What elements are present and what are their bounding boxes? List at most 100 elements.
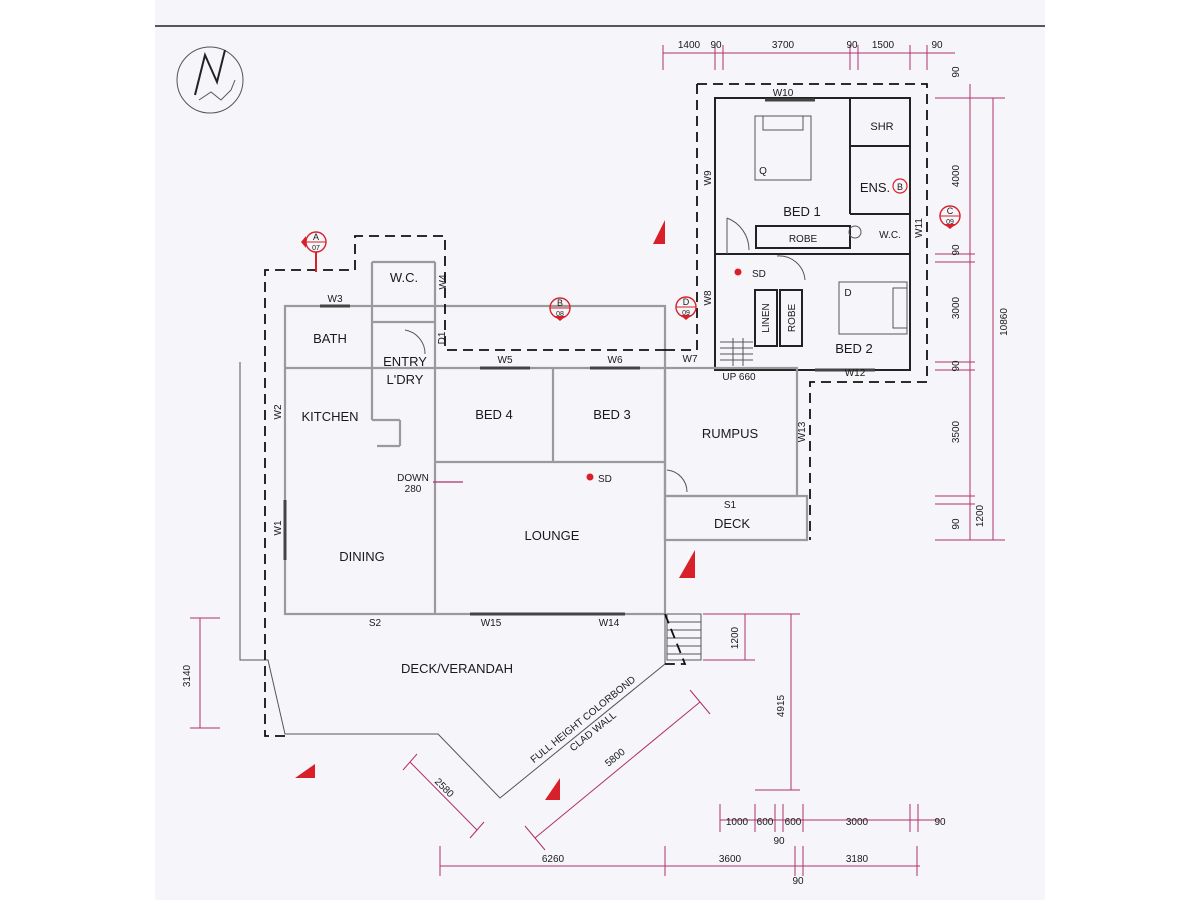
drawing-sheet: A 07 B 08 D 09 C 09 B BED 1 <box>155 0 1045 900</box>
smoke-detector-label: SD <box>598 474 612 485</box>
section-a-letter: A <box>313 232 319 242</box>
dimension-diagonal: 5800 2580 <box>402 689 711 851</box>
window-label: W7 <box>683 354 698 365</box>
room-robe-2: ROBE <box>787 304 798 333</box>
dim-label: 1000 <box>726 817 749 828</box>
dimension-left: 3140 <box>182 617 220 729</box>
room-ensuite-wc: W.C. <box>879 230 901 241</box>
window-label: D1 <box>437 331 448 344</box>
walls <box>714 97 911 371</box>
window-label: W1 <box>273 520 284 535</box>
down-note: DOWN <box>397 473 429 484</box>
smoke-detector-icon <box>734 268 742 276</box>
dimension-top: 1400 90 3700 90 1500 90 <box>662 40 955 70</box>
section-a-sheet: 07 <box>312 245 320 252</box>
dim-label: 3600 <box>719 854 742 865</box>
room-rumpus: RUMPUS <box>702 426 759 441</box>
dim-label: 90 <box>773 836 785 847</box>
window-label: W12 <box>845 368 866 379</box>
window-label: W11 <box>914 218 925 238</box>
dim-label: 90 <box>951 360 962 372</box>
room-kitchen: KITCHEN <box>301 409 358 424</box>
dim-label: 5800 <box>603 747 628 770</box>
dim-label: 4915 <box>776 694 787 717</box>
dim-label: 1200 <box>975 504 986 527</box>
room-dining: DINING <box>339 549 385 564</box>
section-cut-marks <box>295 220 695 800</box>
dim-label: 90 <box>934 817 946 828</box>
dim-label: 90 <box>951 244 962 256</box>
window-label: W10 <box>773 88 794 99</box>
building-outline <box>264 83 928 737</box>
up-note: UP 660 <box>722 372 756 383</box>
section-c-letter: C <box>947 206 954 216</box>
dimension-steps: 1200 4915 <box>703 613 800 791</box>
toilet-icon <box>848 225 862 239</box>
floor-plan: A 07 B 08 D 09 C 09 B BED 1 <box>155 25 1045 887</box>
window-label: W9 <box>703 170 714 185</box>
window-label: W2 <box>273 404 284 419</box>
window-label: W5 <box>498 355 513 366</box>
room-linen: LINEN <box>761 303 772 332</box>
section-d-letter: D <box>683 297 690 307</box>
room-ensuite: ENS. <box>860 180 890 195</box>
dim-label: 1200 <box>730 626 741 649</box>
dim-label: 1400 <box>678 40 701 51</box>
section-marker-e: B <box>892 178 908 194</box>
window-label: W4 <box>438 274 449 289</box>
window-label: W6 <box>608 355 623 366</box>
room-bed2: BED 2 <box>835 341 873 356</box>
dimension-bottom-upper: 1000 600 600 3000 90 90 <box>719 804 946 847</box>
stair <box>720 338 753 366</box>
dim-label: 90 <box>846 40 858 51</box>
dimension-bottom-lower: 6260 3600 3180 90 <box>439 846 920 887</box>
dim-label: 3000 <box>951 296 962 319</box>
room-shr: SHR <box>870 121 893 133</box>
room-entry: ENTRY <box>383 354 427 369</box>
dim-label: 3700 <box>772 40 795 51</box>
window-label: S1 <box>724 500 737 511</box>
down-value: 280 <box>405 484 422 495</box>
room-bed3: BED 3 <box>593 407 631 422</box>
room-deck: DECK <box>714 516 750 531</box>
dimension-right: 90 4000 90 3000 90 3500 90 1200 10860 <box>935 66 1010 541</box>
section-marker-b: B 08 <box>549 297 571 321</box>
dim-label: 90 <box>951 66 962 78</box>
dim-label: 90 <box>931 40 943 51</box>
north-arrow-icon <box>176 46 244 114</box>
window-label: W8 <box>703 290 714 305</box>
window-label: W3 <box>328 294 343 305</box>
section-marker-c: C 09 <box>939 205 961 229</box>
dim-label: 3140 <box>182 664 193 687</box>
smoke-detector-label: SD <box>752 269 766 280</box>
dim-label: 4000 <box>951 164 962 187</box>
section-b-sheet: 08 <box>556 311 564 318</box>
dim-label: 3500 <box>951 420 962 443</box>
dim-label: 90 <box>710 40 722 51</box>
room-bath: BATH <box>313 331 347 346</box>
smoke-detector-icon <box>586 473 594 481</box>
dim-label: 3000 <box>846 817 869 828</box>
room-bed1: BED 1 <box>783 204 821 219</box>
dim-label: 1500 <box>872 40 895 51</box>
dim-label: 600 <box>785 817 802 828</box>
section-marker-d: D 09 <box>675 296 697 320</box>
room-deck-verandah: DECK/VERANDAH <box>401 661 513 676</box>
room-laundry: L'DRY <box>387 372 424 387</box>
room-wc-main: W.C. <box>390 270 418 285</box>
window-marks <box>283 98 875 616</box>
section-marker-a: A 07 <box>301 231 327 272</box>
dim-label: 90 <box>951 518 962 530</box>
dim-label: 90 <box>792 876 804 887</box>
dim-label: 3180 <box>846 854 869 865</box>
bed-mark-queen: Q <box>759 166 767 177</box>
door-swings <box>404 217 862 493</box>
section-b-letter: B <box>557 298 563 308</box>
section-c-sheet: 09 <box>946 219 954 226</box>
window-label: W13 <box>797 421 808 442</box>
bed-mark-double: D <box>844 288 851 299</box>
room-lounge: LOUNGE <box>525 528 580 543</box>
room-robe-1: ROBE <box>789 234 818 245</box>
dim-total: 10860 <box>999 308 1010 336</box>
section-d-sheet: 09 <box>682 310 690 317</box>
